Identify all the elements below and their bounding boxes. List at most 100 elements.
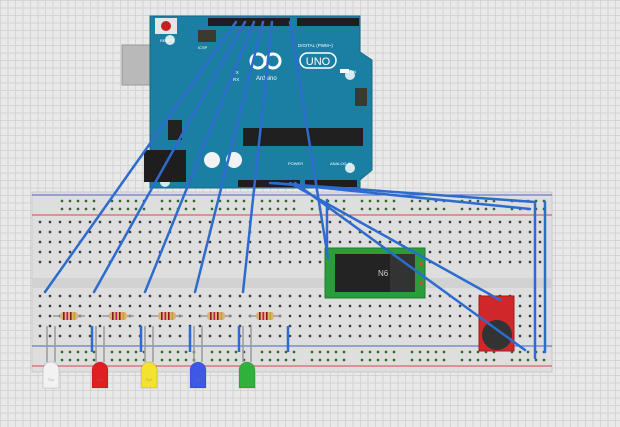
breadboard-hole <box>458 334 462 338</box>
rail-hole <box>368 350 372 354</box>
breadboard-hole <box>518 314 522 318</box>
breadboard-hole <box>228 304 232 308</box>
rail-hole <box>460 358 464 362</box>
capacitor-1 <box>204 152 220 168</box>
breadboard-hole <box>488 260 492 264</box>
breadboard-hole <box>228 294 232 298</box>
rail-hole <box>310 207 314 211</box>
breadboard-hole <box>298 304 302 308</box>
breadboard-hole <box>228 220 232 224</box>
breadboard-hole <box>258 240 262 244</box>
breadboard-hole <box>478 250 482 254</box>
rail-hole <box>234 199 238 203</box>
breadboard-hole <box>48 260 52 264</box>
resistor <box>53 312 85 320</box>
breadboard-hole <box>288 240 292 244</box>
rail-hole <box>334 358 338 362</box>
breadboard-hole <box>318 220 322 224</box>
breadboard-hole <box>348 240 352 244</box>
resistor <box>249 312 281 320</box>
rail-hole <box>168 207 172 211</box>
breadboard-hole <box>78 294 82 298</box>
rtc-module: N6 <box>324 247 426 299</box>
breadboard-hole <box>188 220 192 224</box>
breadboard-hole <box>318 304 322 308</box>
rail-hole <box>442 207 446 211</box>
breadboard-hole <box>378 324 382 328</box>
rail-hole <box>368 199 372 203</box>
rail-hole <box>184 199 188 203</box>
breadboard-hole <box>168 334 172 338</box>
rail-hole <box>384 350 388 354</box>
breadboard-hole <box>468 294 472 298</box>
breadboard-hole <box>358 304 362 308</box>
breadboard-hole <box>48 294 52 298</box>
breadboard-hole <box>228 260 232 264</box>
rail-hole <box>426 207 430 211</box>
breadboard-hole <box>528 334 532 338</box>
rail-hole <box>410 199 414 203</box>
led-label: Rpt <box>244 377 251 382</box>
breadboard-hole <box>38 260 42 264</box>
rail-hole <box>84 358 88 362</box>
resistor <box>102 312 134 320</box>
led-blue: Rpt <box>189 326 207 389</box>
breadboard-hole <box>378 240 382 244</box>
breadboard-hole <box>428 230 432 234</box>
breadboard-hole <box>298 314 302 318</box>
rail-hole <box>184 350 188 354</box>
breadboard-hole <box>248 240 252 244</box>
rail-hole <box>342 207 346 211</box>
breadboard-hole <box>258 250 262 254</box>
rail-hole <box>268 207 272 211</box>
breadboard-hole <box>468 334 472 338</box>
rail-hole <box>118 350 122 354</box>
rail-hole <box>284 199 288 203</box>
digital-header-2 <box>297 18 359 26</box>
breadboard-hole <box>298 230 302 234</box>
breadboard-hole <box>58 250 62 254</box>
breadboard-hole <box>408 304 412 308</box>
breadboard-hole <box>168 304 172 308</box>
breadboard-hole <box>58 240 62 244</box>
rail-hole <box>292 199 296 203</box>
breadboard-hole <box>488 240 492 244</box>
breadboard-hole <box>288 334 292 338</box>
led-label: Rpt <box>48 377 55 382</box>
breadboard-hole <box>458 220 462 224</box>
icsp-header <box>198 30 216 42</box>
breadboard-hole <box>118 334 122 338</box>
breadboard-hole <box>178 304 182 308</box>
rx-label: RX <box>233 77 239 82</box>
breadboard-hole <box>268 230 272 234</box>
breadboard-hole <box>268 240 272 244</box>
breadboard-hole <box>118 220 122 224</box>
breadboard-hole <box>258 304 262 308</box>
rail-hole <box>418 207 422 211</box>
breadboard-hole <box>318 240 322 244</box>
rail-hole <box>510 358 514 362</box>
rail-hole <box>118 199 122 203</box>
chip-label: N6 <box>378 269 389 278</box>
breadboard-hole <box>198 230 202 234</box>
rail-hole <box>84 207 88 211</box>
rail-hole <box>418 358 422 362</box>
breadboard-hole <box>388 334 392 338</box>
breadboard-hole <box>428 324 432 328</box>
breadboard-hole <box>408 240 412 244</box>
breadboard-hole <box>158 294 162 298</box>
rail-hole <box>142 358 146 362</box>
breadboard-hole <box>378 314 382 318</box>
rail-hole <box>542 358 546 362</box>
rail-hole <box>310 358 314 362</box>
breadboard-hole <box>288 314 292 318</box>
breadboard-hole <box>118 240 122 244</box>
breadboard-hole <box>528 294 532 298</box>
breadboard-hole <box>188 304 192 308</box>
breadboard-hole <box>388 314 392 318</box>
rail-hole <box>276 207 280 211</box>
rail-hole <box>110 358 114 362</box>
breadboard-hole <box>318 260 322 264</box>
rail-hole <box>142 207 146 211</box>
breadboard-hole <box>288 304 292 308</box>
